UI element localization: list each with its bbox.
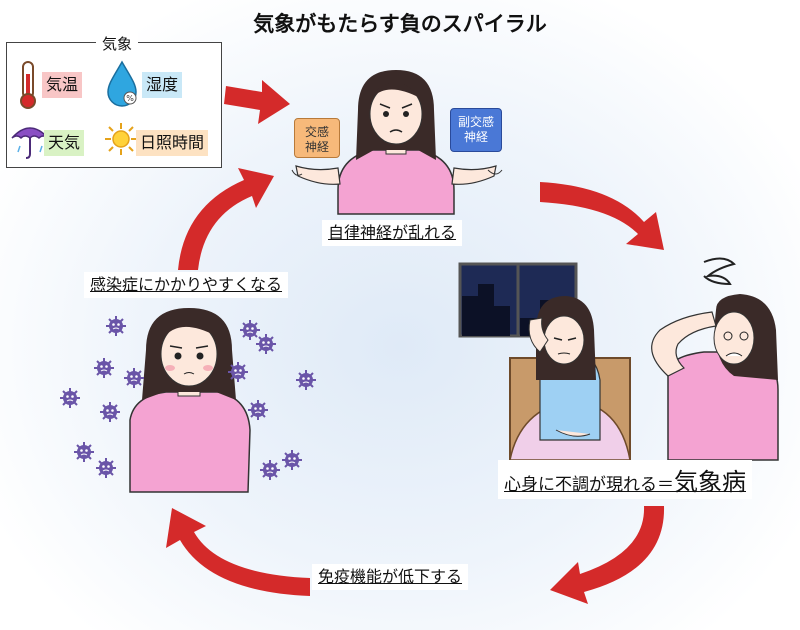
thermometer-icon	[17, 60, 39, 114]
water-drop-icon: %	[104, 60, 144, 112]
arrow-weather-to-nerves	[224, 80, 290, 124]
stage-autonomic-disorder: 自律神経が乱れる	[322, 220, 463, 246]
parasympathetic-nerve-tag: 副交感 神経	[450, 108, 502, 152]
person-in-bed	[509, 296, 631, 469]
arrow-immunity-to-infection	[166, 508, 310, 596]
stage-immunity-decline: 免疫機能が低下する	[312, 564, 469, 590]
arrow-nerves-to-symptoms	[540, 182, 664, 250]
symptom-description: 心身に不調が現れる＝	[504, 475, 674, 495]
person-autonomic-imbalance	[291, 70, 503, 215]
person-infection-risk	[59, 308, 317, 493]
weather-item-temperature: 気温	[42, 72, 83, 98]
person-dizzy	[651, 257, 779, 461]
weather-illness-term: 気象病	[674, 468, 746, 496]
cycle-arrows	[166, 80, 665, 604]
arrow-infection-to-nerves	[178, 168, 274, 270]
sympathetic-nerve-tag: 交感 神経	[294, 118, 340, 158]
page-title: 気象がもたらす負のスパイラル	[253, 12, 547, 36]
weather-item-weather: 天気	[44, 130, 85, 156]
svg-text:%: %	[126, 94, 134, 103]
weather-item-humidity: 湿度	[142, 72, 183, 98]
weather-item-sunshine-hours: 日照時間	[136, 130, 209, 156]
stage-weather-illness: 心身に不調が現れる＝気象病	[498, 460, 752, 499]
stage-infection-susceptibility: 感染症にかかりやすくなる	[84, 272, 289, 298]
arrow-symptoms-to-immunity	[550, 506, 665, 604]
weather-factors-heading: 気象	[96, 33, 139, 54]
